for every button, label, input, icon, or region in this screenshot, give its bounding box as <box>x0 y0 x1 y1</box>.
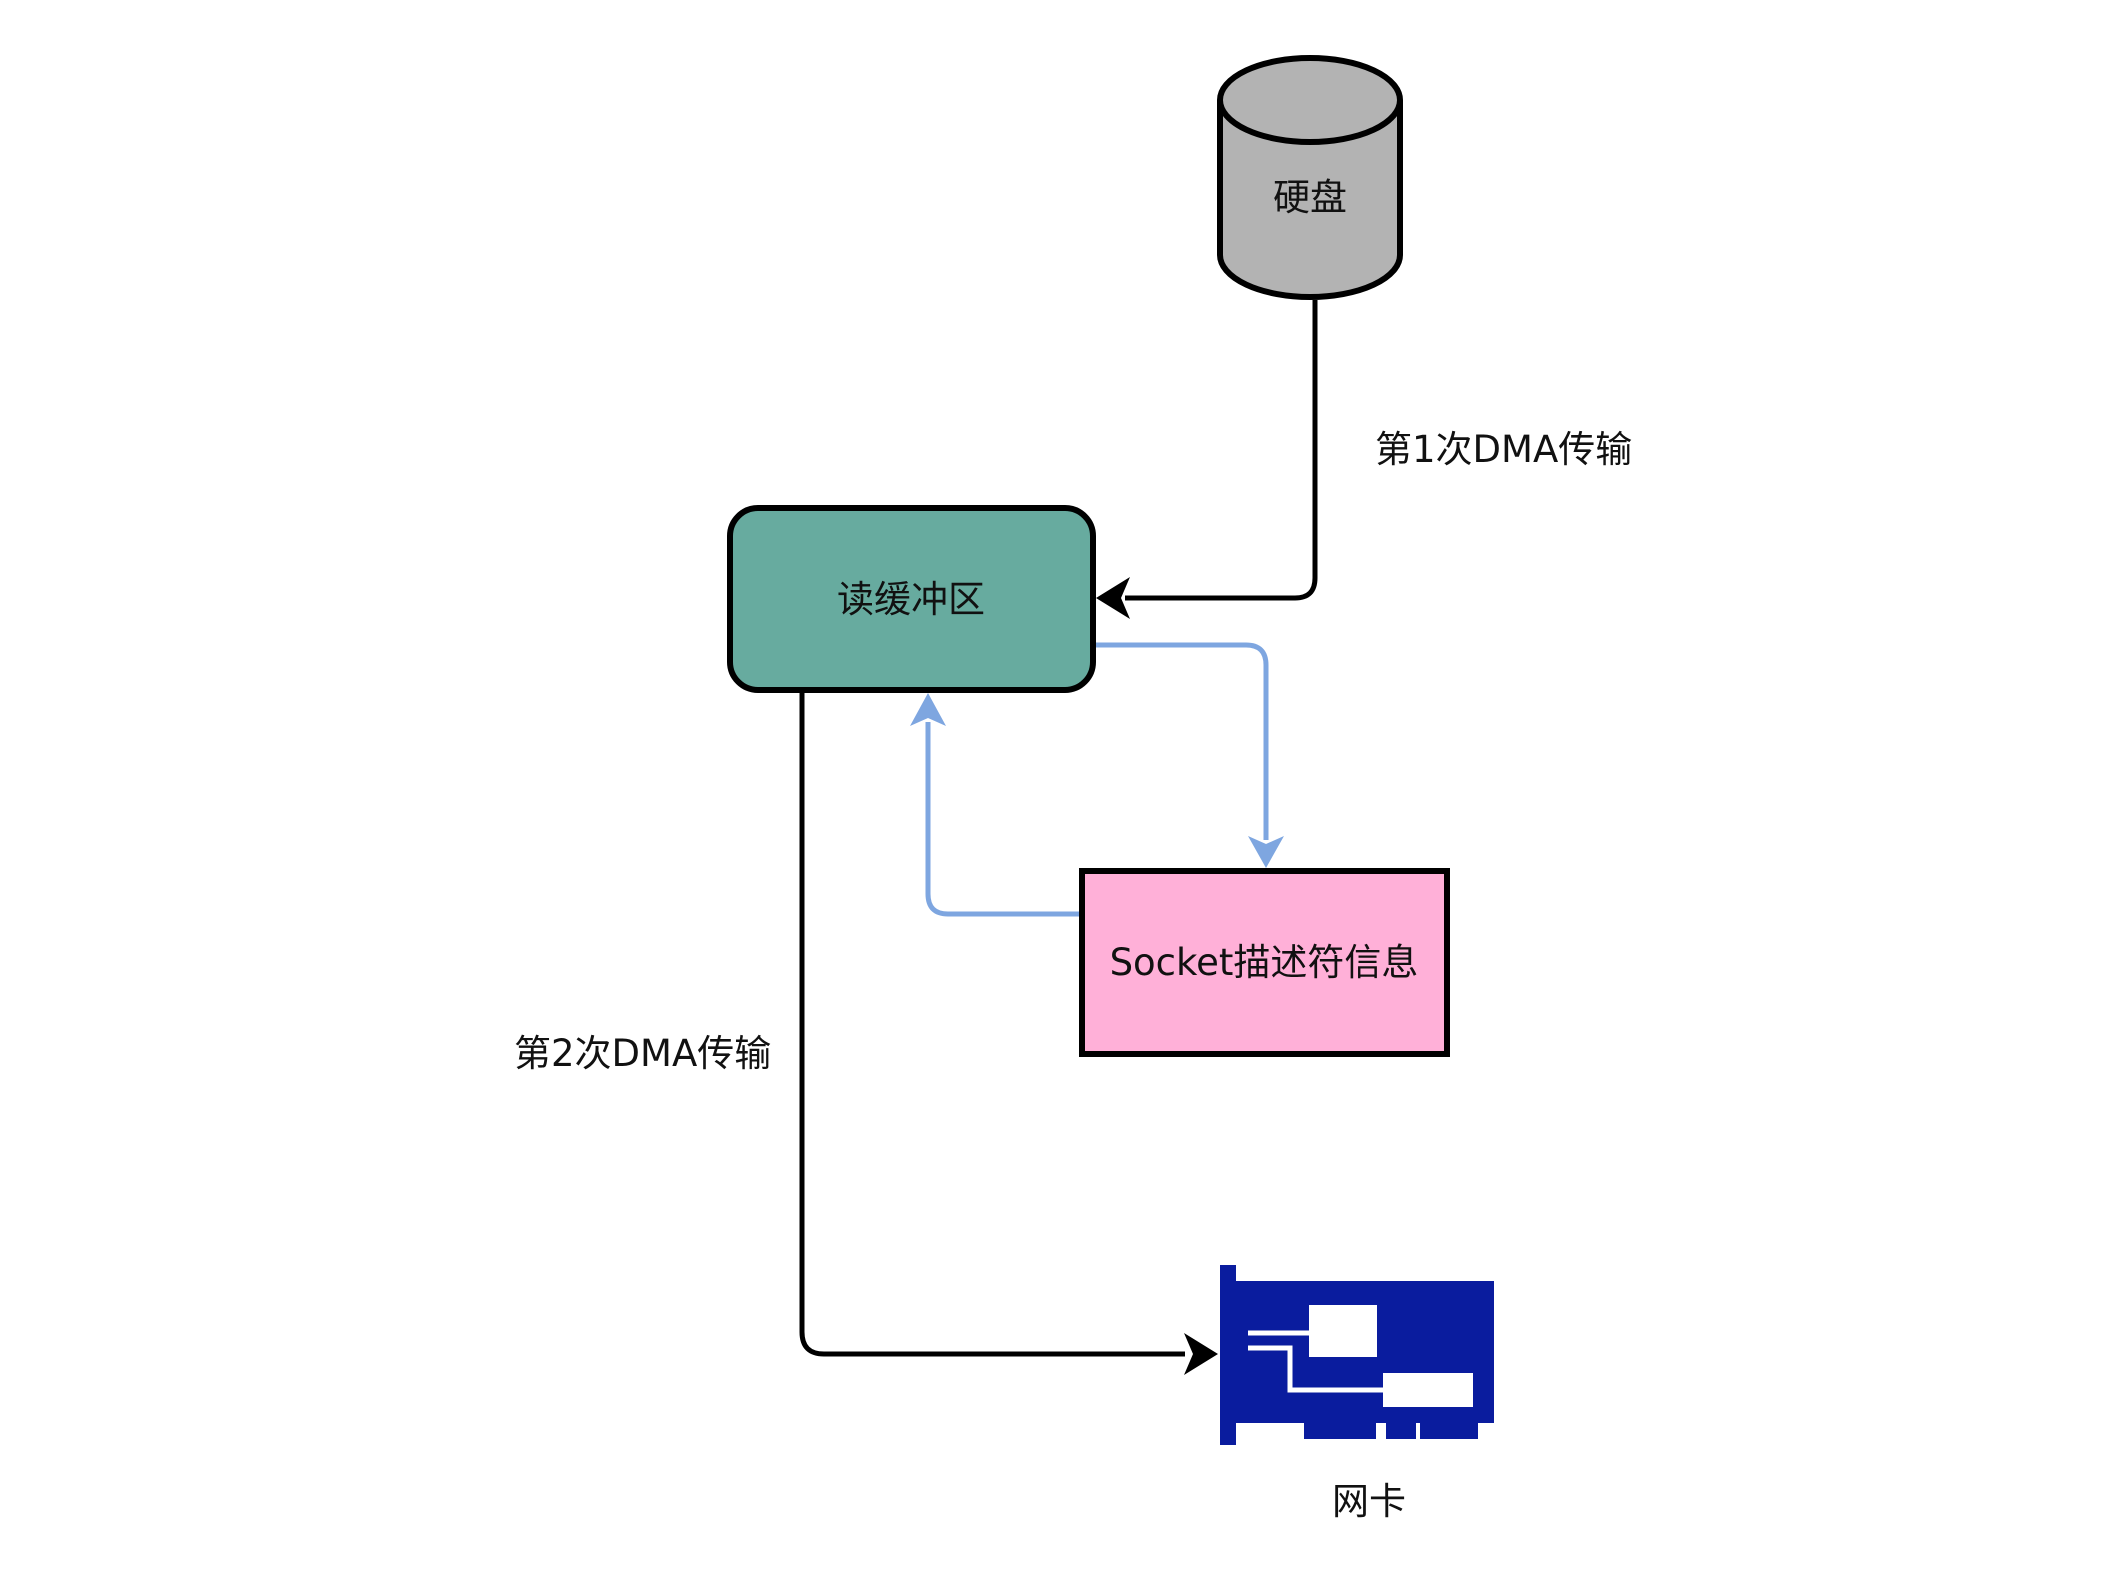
socket-descriptor-label: Socket描述符信息 <box>1110 941 1419 984</box>
disk-cylinder-body <box>1217 100 1403 300</box>
disk-cylinder-top <box>1217 55 1403 145</box>
edge-dma-1-line <box>1125 300 1318 601</box>
edge-dma-1 <box>1096 300 1318 619</box>
edge-dma-2-line <box>799 690 1185 1357</box>
edge-socket-to-buffer-arrowhead <box>910 693 946 726</box>
socket-descriptor-node: Socket描述符信息 <box>1079 868 1450 1057</box>
edge-dma-2-label: 第2次DMA传输 <box>514 1032 771 1075</box>
disk-node: 硬盘 <box>1217 55 1403 300</box>
nic-label: 网卡 <box>1332 1480 1406 1523</box>
read-buffer-box <box>727 505 1096 693</box>
edge-buffer-to-socket-line <box>1096 642 1269 840</box>
edge-dma-2-arrowhead <box>1184 1333 1218 1375</box>
nic-node: 网卡 <box>1220 1265 1494 1523</box>
edge-socket-to-buffer <box>910 693 1082 917</box>
edge-buffer-to-socket-arrowhead <box>1248 836 1284 868</box>
edge-dma-2 <box>799 690 1218 1375</box>
read-buffer-node: 读缓冲区 <box>727 505 1096 693</box>
edge-socket-to-buffer-line <box>925 722 1082 917</box>
edge-buffer-to-socket <box>1096 642 1284 868</box>
network-card-icon <box>1220 1265 1494 1445</box>
edge-dma-1-label: 第1次DMA传输 <box>1375 428 1632 471</box>
socket-descriptor-box <box>1079 868 1450 1057</box>
read-buffer-label: 读缓冲区 <box>837 578 985 621</box>
edge-dma-1-arrowhead <box>1096 577 1130 619</box>
disk-label: 硬盘 <box>1273 176 1347 219</box>
